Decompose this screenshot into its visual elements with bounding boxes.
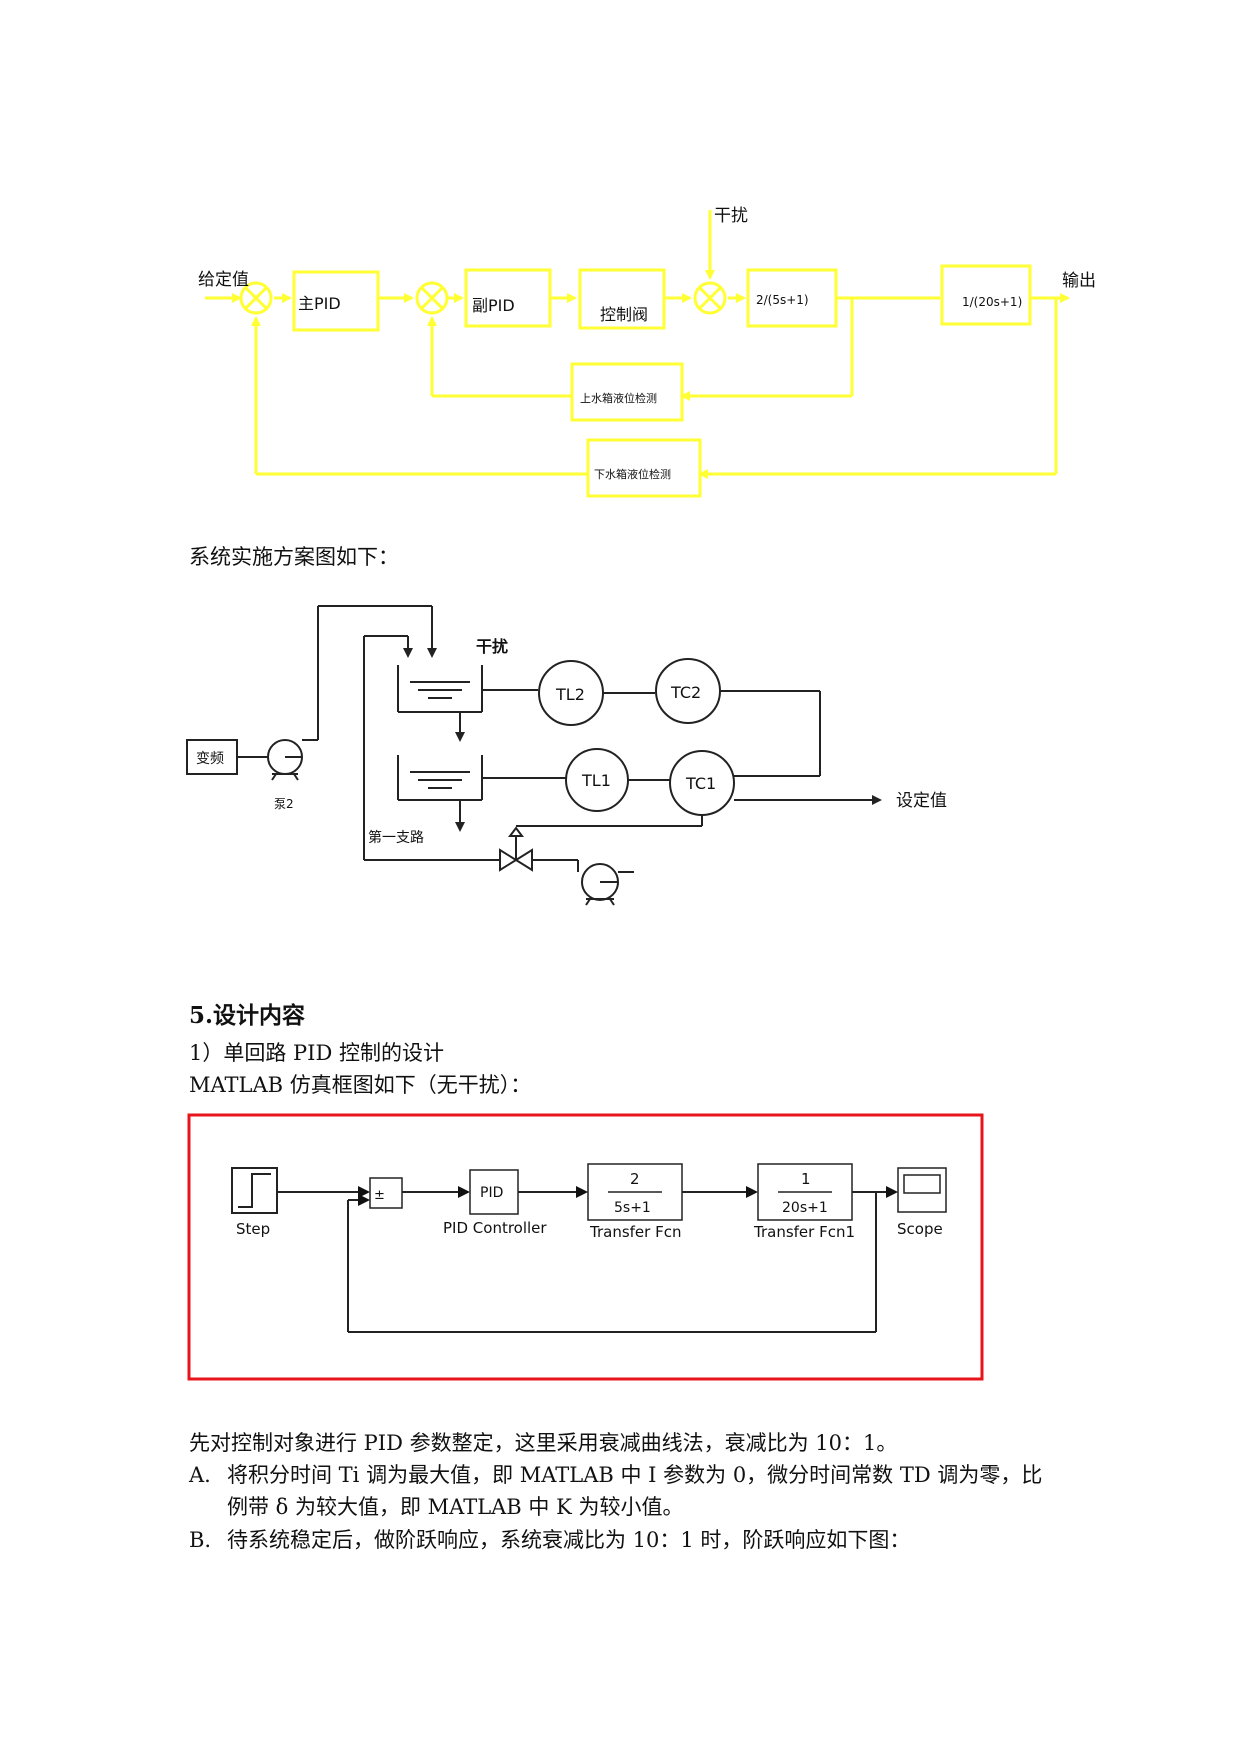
scheme-caption: 系统实施方案图如下： [189,545,399,569]
fig1-lower-detect-label: 下水箱液位检测 [594,467,671,481]
sum-sign: ± [374,1188,385,1203]
step-a-line1: 将积分时间 Ti 调为最大值，即 MATLAB 中 I 参数为 0，微分时间常数… [227,1463,1043,1487]
tuning-intro: 先对控制对象进行 PID 参数整定，这里采用衰减曲线法，衰减比为 10：1。 [189,1431,898,1455]
step-b-line1: 待系统稳定后，做阶跃响应，系统衰减比为 10：1 时，阶跃响应如下图： [227,1528,911,1552]
fig1-setpoint-label: 给定值 [198,270,249,290]
cascade-block-diagram: 给定值 主PID 副PID 控制阀 干扰 2/(5s+1) 1/(20s+1) … [198,206,1096,498]
matlab-caption: MATLAB 仿真框图如下（无干扰）： [189,1073,532,1097]
pid-block-text: PID [480,1185,503,1201]
fig1-disturbance-label: 干扰 [714,206,748,226]
pid-controller-label: PID Controller [443,1219,547,1237]
tf1-label: Transfer Fcn [589,1223,681,1241]
fig1-tf1-label: 2/(5s+1) [756,293,809,307]
fig1-upper-detect-label: 上水箱液位检测 [580,391,657,405]
fig1-valve-label: 控制阀 [600,305,648,324]
fig1-tf2-label: 1/(20s+1) [962,295,1022,309]
step-b-marker: B. [189,1528,212,1552]
fig2-disturbance-label: 干扰 [476,637,508,656]
step-a-marker: A. [189,1463,211,1487]
section-title: 5.设计内容 [189,1002,306,1029]
fig2-tc1-label: TC1 [685,774,716,793]
fig2-vfd-label: 变频 [196,751,224,767]
simulink-model: Step ± PID PID Controller 2 5s+1 Transfe… [187,1113,984,1381]
step-a-line2: 例带 δ 为较大值，即 MATLAB 中 K 为较小值。 [227,1495,684,1519]
system-scheme-diagram: 干扰 变频 泵2 第一支路 TL2 TC2 TL1 TC1 设定值 [186,605,947,906]
step-b: B. 待系统稳定后，做阶跃响应，系统衰减比为 10：1 时，阶跃响应如下图： [189,1524,1069,1556]
tf2-label: Transfer Fcn1 [753,1223,855,1241]
step-label: Step [236,1220,270,1238]
step-a: A. 将积分时间 Ti 调为最大值，即 MATLAB 中 I 参数为 0，微分时… [189,1459,1069,1523]
fig1-sub-pid-label: 副PID [472,296,515,315]
tf2-numerator: 1 [801,1170,811,1188]
tf2-denominator: 20s+1 [782,1200,828,1216]
fig2-branch1-label: 第一支路 [368,829,424,846]
tf1-numerator: 2 [630,1170,640,1188]
tf1-denominator: 5s+1 [614,1200,651,1216]
fig2-pump2-label: 泵2 [274,797,294,811]
model-frame [187,1113,984,1381]
fig1-main-pid-label: 主PID [298,294,341,313]
fig2-tc2-label: TC2 [670,683,701,702]
fig2-tl1-label: TL1 [581,771,611,790]
fig2-setpoint-label: 设定值 [896,791,947,811]
fig1-output-label: 输出 [1062,271,1096,291]
scope-label: Scope [897,1220,943,1238]
subsection-title: 1）单回路 PID 控制的设计 [189,1041,444,1065]
fig2-tl2-label: TL2 [555,685,585,704]
